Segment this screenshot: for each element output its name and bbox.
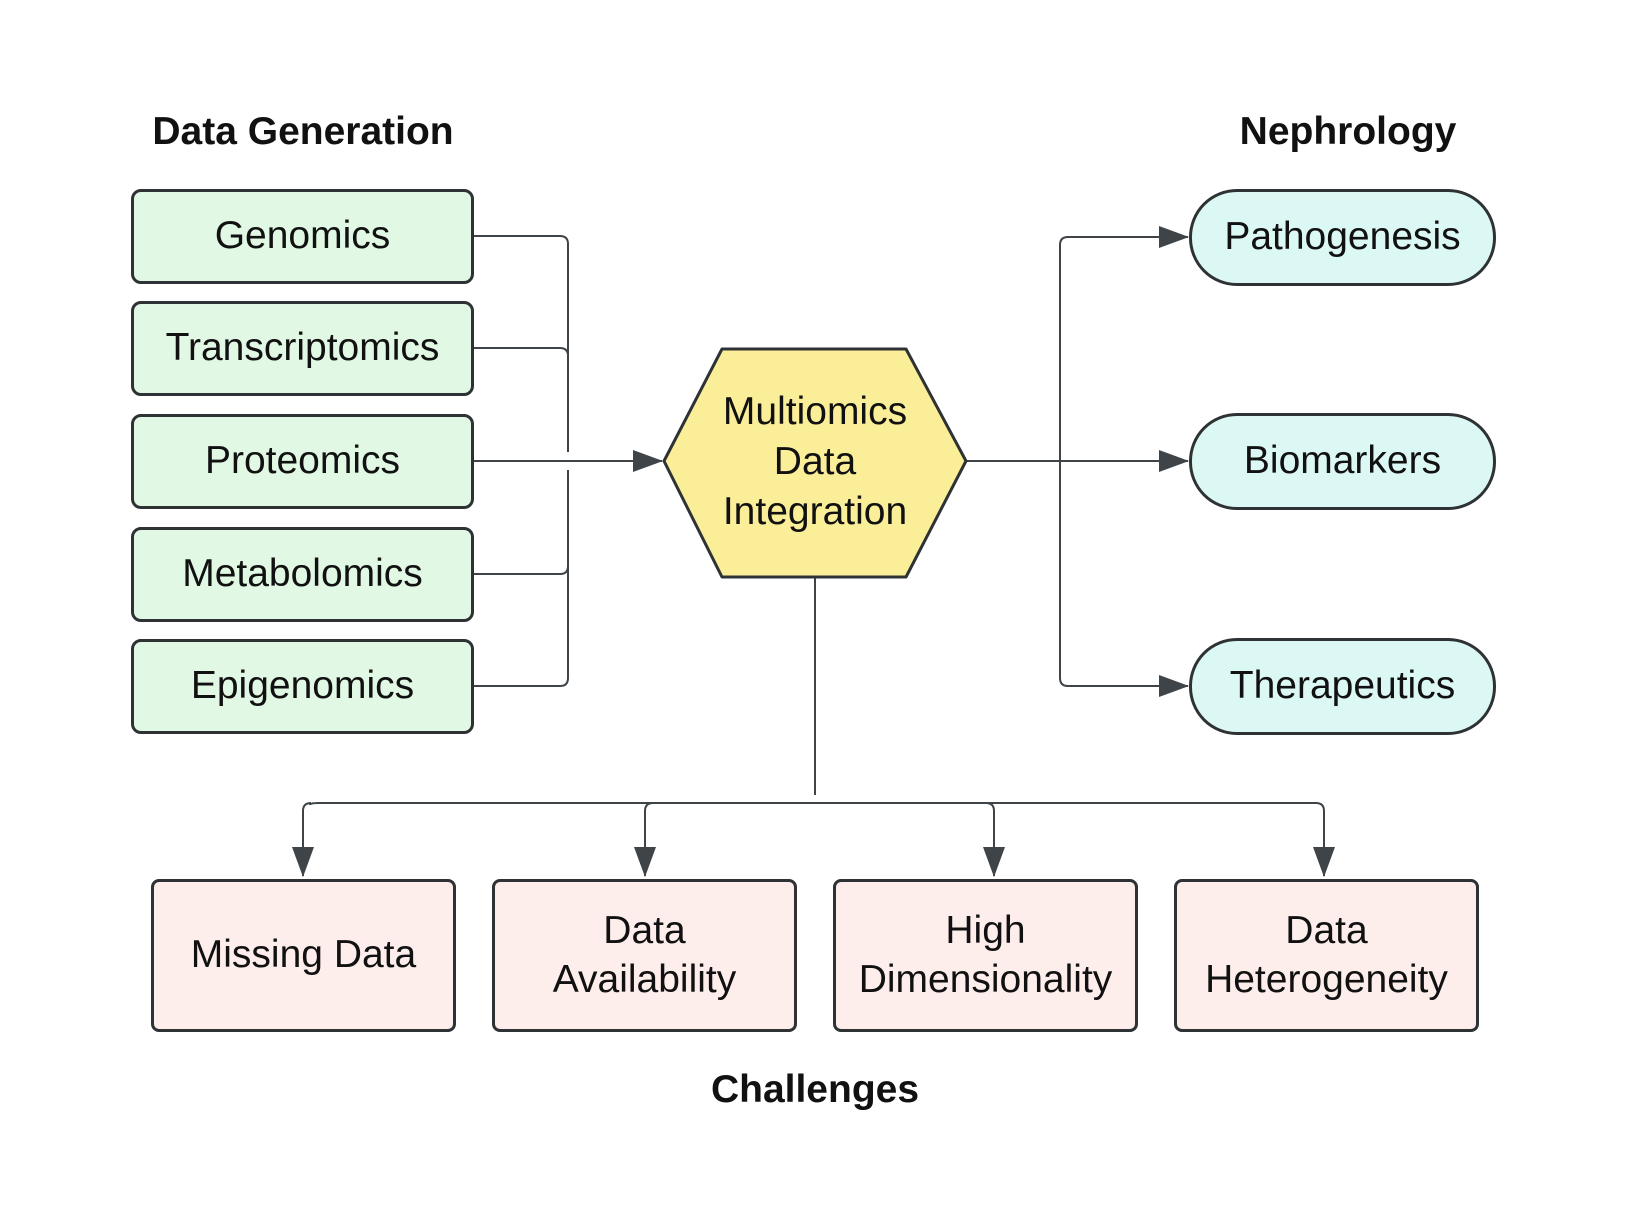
- connector-metabolomics: [474, 470, 569, 575]
- node-pathogenesis: Pathogenesis: [1189, 189, 1496, 286]
- node-data-availability: Data Availability: [492, 879, 797, 1032]
- node-missing-data: Missing Data: [151, 879, 456, 1032]
- node-proteomics: Proteomics: [131, 414, 474, 509]
- node-genomics: Genomics: [131, 189, 474, 284]
- connector-challenge-bus: [309, 802, 1325, 812]
- node-high-dimensionality-line1: High: [945, 908, 1026, 952]
- node-data-heterogeneity-line1: Data: [1285, 908, 1368, 952]
- node-high-dimensionality-line2: Dimensionality: [858, 957, 1113, 1001]
- center-label-line2: Data: [773, 440, 857, 484]
- node-data-heterogeneity: Data Heterogeneity: [1174, 879, 1479, 1032]
- node-metabolomics: Metabolomics: [131, 527, 474, 622]
- connector-therapeutics: [1059, 461, 1189, 697]
- heading-challenges: Challenges: [710, 1068, 920, 1111]
- node-epigenomics-label: Epigenomics: [190, 664, 415, 708]
- connector-data-availability: [645, 802, 653, 876]
- node-proteomics-label: Proteomics: [204, 439, 401, 483]
- node-data-heterogeneity-line2: Heterogeneity: [1205, 957, 1448, 1001]
- node-data-availability-line2: Availability: [552, 957, 737, 1001]
- heading-data-generation: Data Generation: [152, 110, 454, 153]
- node-biomarkers: Biomarkers: [1189, 413, 1496, 510]
- connector-transcriptomics: [474, 347, 569, 452]
- connector-epigenomics: [474, 470, 569, 687]
- node-metabolomics-label: Metabolomics: [182, 552, 423, 596]
- node-missing-data-line1: Missing Data: [190, 933, 417, 977]
- node-epigenomics: Epigenomics: [131, 639, 474, 734]
- heading-nephrology: Nephrology: [1239, 110, 1457, 153]
- node-pathogenesis-label: Pathogenesis: [1224, 215, 1461, 259]
- connector-genomics: [474, 235, 569, 452]
- connector-high-dimensionality: [983, 802, 1005, 877]
- node-transcriptomics: Transcriptomics: [131, 301, 474, 396]
- center-label-line1: Multiomics: [722, 390, 908, 434]
- node-therapeutics-label: Therapeutics: [1229, 664, 1456, 708]
- node-transcriptomics-label: Transcriptomics: [165, 326, 440, 370]
- center-label: Multiomics Data Integration: [664, 347, 966, 577]
- connector-pathogenesis: [1059, 226, 1189, 461]
- connector-missing-data: [303, 802, 311, 876]
- node-genomics-label: Genomics: [214, 214, 391, 258]
- node-data-availability-line1: Data: [603, 908, 686, 952]
- node-therapeutics: Therapeutics: [1189, 638, 1496, 735]
- center-label-line3: Integration: [722, 489, 908, 533]
- center-hexagon: [662, 347, 968, 579]
- node-biomarkers-label: Biomarkers: [1243, 439, 1442, 483]
- node-high-dimensionality: High Dimensionality: [833, 879, 1138, 1032]
